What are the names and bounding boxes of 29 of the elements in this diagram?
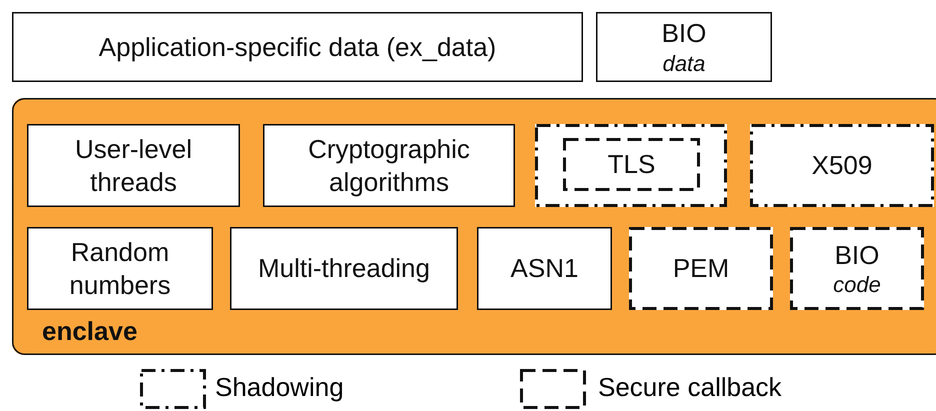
enclave-panel — [12, 98, 936, 355]
component-box — [596, 12, 772, 82]
component-label: BIO — [834, 238, 880, 271]
component-label: BIO — [662, 17, 706, 50]
component-box — [477, 227, 612, 310]
component-box — [230, 227, 458, 310]
callback-box — [563, 138, 700, 191]
shadowed-box — [535, 124, 727, 207]
component-label: User-level threads — [74, 133, 194, 198]
component-label: X509 — [812, 149, 872, 182]
component-box — [27, 124, 240, 207]
component-box — [27, 227, 213, 310]
component-label: Multi-threading — [258, 252, 430, 285]
component-label: Application-specific data (ex_data) — [98, 30, 496, 64]
component-label: ASN1 — [510, 252, 578, 285]
legend-text: Shadowing — [215, 372, 344, 403]
callback-box — [629, 227, 773, 310]
component-box — [12, 12, 583, 82]
component-label: code — [833, 271, 881, 298]
legend-text: Secure callback — [598, 372, 782, 403]
callback-box — [790, 227, 924, 310]
component-label: Random numbers — [68, 236, 172, 301]
component-label: Cryptographic algorithms — [307, 133, 471, 198]
component-label: TLS — [608, 148, 656, 181]
shadowed-box — [750, 124, 934, 207]
enclave-label: enclave — [42, 316, 138, 348]
component-label: PEM — [672, 252, 730, 285]
component-label: data — [662, 50, 706, 77]
component-box — [263, 124, 515, 207]
